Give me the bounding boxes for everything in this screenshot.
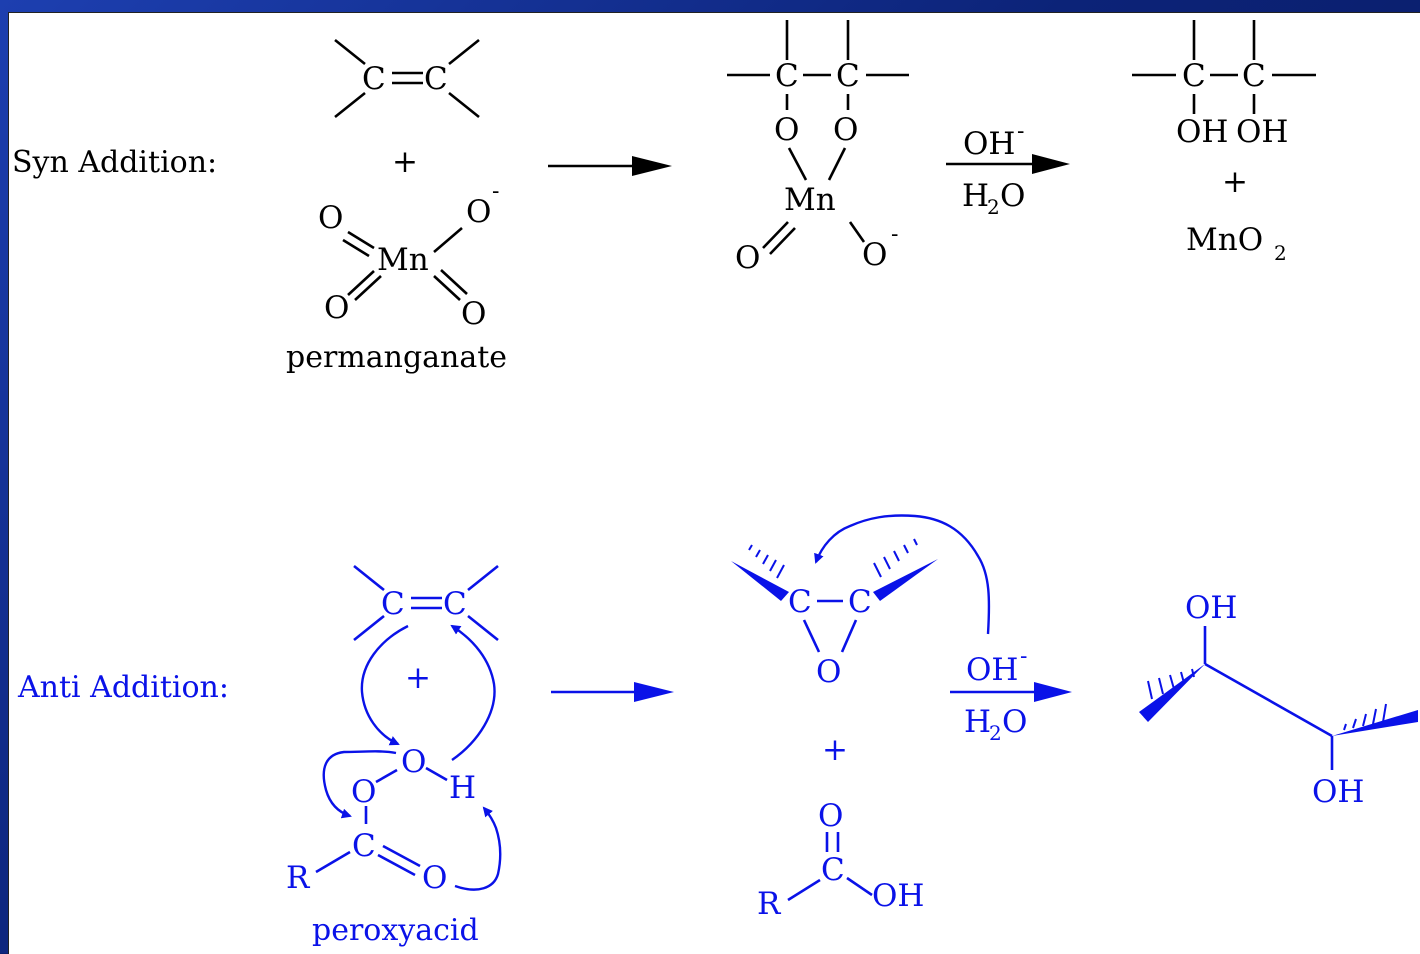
product-carbon-2: C: [1242, 58, 1266, 94]
anti-alkene: C C: [353, 564, 499, 642]
anti-reagent-hydroxide-charge: -: [1020, 644, 1027, 669]
peroxyacid-carbon: C: [352, 828, 376, 864]
manganese-dioxide: MnO: [1186, 222, 1263, 258]
anti-reagent-water-sub: 2: [989, 721, 1002, 745]
anti-diol-product: OH OH: [1139, 590, 1418, 810]
anti-hydrolysis-conditions: OH - H 2 O: [950, 644, 1072, 745]
acid-r-group: R: [757, 886, 782, 922]
epoxide-carbon-1: C: [788, 584, 812, 620]
manganate-ester-intermediate: C C O O Mn O O -: [727, 20, 909, 276]
intermediate-oxygen-3: O: [735, 240, 760, 276]
anti-reagent-water-h: H: [964, 704, 991, 740]
product-hydroxyl-2: OH: [1236, 114, 1288, 150]
anti-plus-sign-2: +: [822, 732, 848, 768]
intermediate-oxygen-1: O: [774, 112, 799, 148]
syn-diol-product: C C OH OH + MnO 2: [1132, 20, 1316, 265]
peroxyacid-oxygen-1: O: [401, 744, 426, 780]
epoxide-oxygen: O: [816, 654, 841, 690]
permanganate-charge: -: [492, 179, 499, 204]
permanganate-oxygen-1: O: [318, 200, 343, 236]
anti-product-hydroxyl-top: OH: [1185, 590, 1237, 626]
product-carbon-1: C: [1182, 58, 1206, 94]
intermediate-carbon-1: C: [775, 58, 799, 94]
peroxyacid-hydrogen: H: [449, 770, 476, 806]
epoxide-carbon-2: C: [848, 584, 872, 620]
epoxide-intermediate: C C O: [731, 514, 991, 690]
product-plus-sign: +: [1222, 164, 1248, 200]
intermediate-charge: -: [891, 222, 898, 247]
manganese-dioxide-sub: 2: [1274, 241, 1287, 265]
anti-reagent-water-o: O: [1002, 704, 1027, 740]
permanganate-oxygen-2: O: [466, 194, 491, 230]
anti-alkene-carbon-1: C: [381, 586, 405, 622]
anti-hydrolysis-arrow: [1034, 682, 1072, 702]
peroxyacid-name: peroxyacid: [312, 913, 479, 948]
permanganate-mn: Mn: [377, 242, 429, 278]
acid-carbon: C: [821, 852, 845, 888]
acid-carbonyl-oxygen: O: [818, 798, 843, 834]
anti-addition-label: Anti Addition:: [17, 670, 229, 705]
intermediate-oxygen-2: O: [833, 112, 858, 148]
anti-reagent-hydroxide: OH: [966, 652, 1018, 688]
peroxyacid-carbonyl-oxygen: O: [422, 860, 447, 896]
anti-addition-section: Anti Addition: C C + O H O C R O: [17, 514, 1418, 948]
permanganate-oxygen-4: O: [461, 296, 486, 332]
acid-hydroxyl: OH: [872, 878, 924, 914]
permanganate-name: permanganate: [286, 340, 507, 375]
peroxyacid-structure: O H O C R O peroxyacid: [286, 624, 502, 948]
syn-reagent-hydroxide: OH: [963, 126, 1015, 162]
syn-alkene-carbon-1: C: [362, 61, 386, 97]
syn-alkene-carbon-2: C: [424, 61, 448, 97]
syn-addition-section: Syn Addition: C C + Mn O O - O O: [12, 20, 1316, 375]
peroxyacid-r-group: R: [286, 860, 311, 896]
product-hydroxyl-1: OH: [1176, 114, 1228, 150]
slide-panel: [8, 12, 1420, 954]
anti-product-hydroxyl-bottom: OH: [1312, 774, 1364, 810]
permanganate-oxygen-3: O: [324, 290, 349, 326]
syn-hydrolysis-conditions: OH - H 2 O: [946, 119, 1070, 219]
anti-plus-sign: +: [405, 660, 431, 696]
syn-reaction-arrow: [632, 156, 672, 176]
carboxylic-acid-byproduct: O C R OH: [757, 798, 924, 922]
syn-reagent-hydroxide-charge: -: [1017, 119, 1024, 144]
intermediate-carbon-2: C: [836, 58, 860, 94]
anti-alkene-carbon-2: C: [443, 586, 467, 622]
permanganate-structure: Mn O O - O O permanganate: [286, 179, 507, 375]
syn-reagent-water-sub: 2: [987, 195, 1000, 219]
syn-alkene: C C: [334, 38, 480, 119]
anti-reaction-arrow: [634, 682, 674, 702]
peroxyacid-oxygen-2: O: [351, 774, 376, 810]
intermediate-oxygen-4: O: [862, 237, 887, 273]
intermediate-mn: Mn: [784, 182, 836, 218]
syn-hydrolysis-arrow: [1032, 154, 1070, 174]
syn-reagent-water-o: O: [1000, 178, 1025, 214]
syn-addition-label: Syn Addition:: [12, 145, 217, 180]
syn-plus-sign: +: [392, 144, 418, 180]
syn-reagent-water-h: H: [962, 178, 989, 214]
